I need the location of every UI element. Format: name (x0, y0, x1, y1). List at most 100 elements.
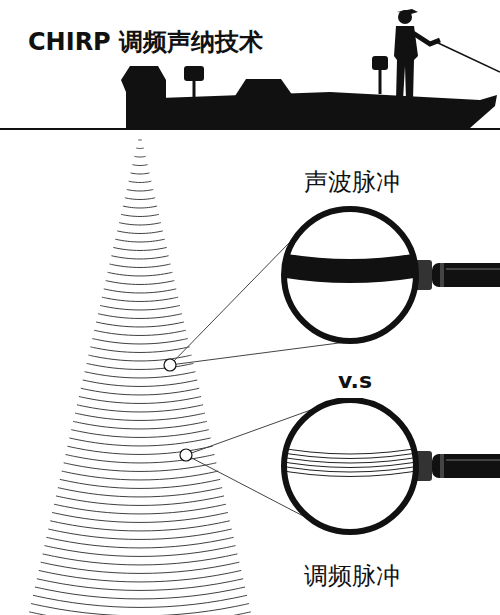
magnifier-handle (414, 451, 500, 481)
sonar-wave (123, 206, 157, 208)
sonar-wave (127, 189, 154, 191)
sonar-wave (50, 521, 230, 531)
handle-grip (432, 263, 500, 287)
sonar-wave (102, 297, 178, 301)
sonar-wave (56, 496, 224, 506)
versus-label: v.s (318, 368, 392, 393)
lens (284, 400, 416, 532)
lens-rim (284, 209, 416, 341)
sonar-wave (54, 504, 226, 514)
sonar-wave (58, 488, 222, 497)
angler-cap (397, 9, 418, 14)
sonar-wave (48, 529, 231, 539)
chirp-pulse-line (272, 455, 430, 463)
sonar-wave (115, 239, 164, 242)
sonar-wave (52, 512, 228, 522)
sonar-wave (46, 537, 233, 548)
sonar-wave (129, 181, 152, 182)
seat-post (379, 70, 382, 94)
chirp-pulse-line (272, 469, 430, 477)
sample-spot (180, 449, 192, 461)
sonar-wave (41, 562, 240, 573)
sonar-wave (73, 421, 207, 429)
chirp-pulse-line (272, 446, 430, 454)
sonar-wave (125, 198, 155, 200)
water-line (0, 128, 500, 130)
sonar-wave (100, 305, 180, 310)
boat-seat (372, 56, 388, 70)
sonar-wave (69, 438, 210, 446)
sonar-wave (88, 355, 191, 361)
handle-ring (440, 263, 444, 287)
lens-rim (284, 400, 416, 532)
sonar-wave (29, 612, 251, 615)
pulse-heading: 调频脉冲 (272, 562, 432, 590)
chirp-pulse-line (272, 464, 430, 472)
boat-hull (160, 92, 497, 128)
sonar-wave (60, 479, 220, 488)
sonar-wave (108, 272, 173, 276)
sonar-wave (77, 405, 203, 412)
sonar-wave (43, 554, 238, 565)
outboard-motor (121, 66, 166, 128)
zoomed-pulse (272, 446, 430, 477)
sonar-wave (111, 256, 168, 259)
sonar-wave (106, 281, 175, 285)
sonar-wave (110, 264, 171, 267)
sonar-wave (85, 372, 196, 378)
handle-highlight (446, 459, 500, 461)
sonar-wave (136, 148, 143, 149)
sonar-wave (113, 247, 166, 250)
sonar-wave (62, 471, 219, 480)
sample-spot (164, 359, 176, 371)
magnifier-node: 声波脉冲 (272, 162, 432, 352)
sonar-wave (117, 231, 163, 234)
handle-highlight (446, 268, 500, 270)
sonar-wave (45, 546, 236, 557)
boat-silhouette (0, 9, 500, 129)
sonar-wave (75, 413, 205, 420)
angler-body (394, 26, 418, 100)
zoomed-pulse (272, 263, 430, 271)
sonar-wave (134, 156, 145, 158)
sonar-wave (92, 339, 187, 344)
sonar-wave (35, 587, 245, 599)
handle-grip (432, 454, 500, 478)
chirp-pulse-line (272, 451, 430, 459)
sonar-wave (64, 463, 217, 472)
magnifier-node: 调频脉冲 (272, 398, 432, 598)
sonar-wave (81, 388, 199, 395)
chirp-pulse-line (272, 460, 430, 468)
sonar-wave (96, 322, 184, 327)
leader-line (174, 229, 303, 361)
sound-pulse-band (272, 263, 430, 271)
magnifier-handle (414, 260, 500, 290)
sonar-wave (83, 380, 198, 386)
sonar-wave (98, 314, 182, 319)
sonar-wave (31, 604, 249, 615)
seat-post (193, 80, 196, 97)
sonar-wave (71, 430, 208, 438)
diagram-title: CHIRP 调频声纳技术 (28, 26, 263, 58)
sonar-wave (37, 579, 243, 591)
sonar-wave (94, 330, 186, 335)
sonar-wave (119, 223, 161, 225)
pulse-heading: 声波脉冲 (272, 168, 432, 196)
boat-seat (184, 66, 204, 81)
sonar-wave (104, 289, 176, 293)
boat-console (235, 79, 293, 96)
sonar-wave (121, 214, 159, 216)
sonar-wave (131, 173, 150, 174)
sonar-wave (33, 595, 247, 607)
sonar-wave (39, 570, 241, 581)
handle-ring (440, 454, 444, 478)
sonar-cone (20, 140, 261, 615)
magnifier-handles (414, 260, 500, 481)
sonar-wave (138, 139, 142, 140)
sonar-wave (90, 347, 189, 353)
sonar-wave (79, 397, 201, 404)
fishing-rod (436, 42, 500, 72)
sonar-wave (132, 164, 147, 166)
